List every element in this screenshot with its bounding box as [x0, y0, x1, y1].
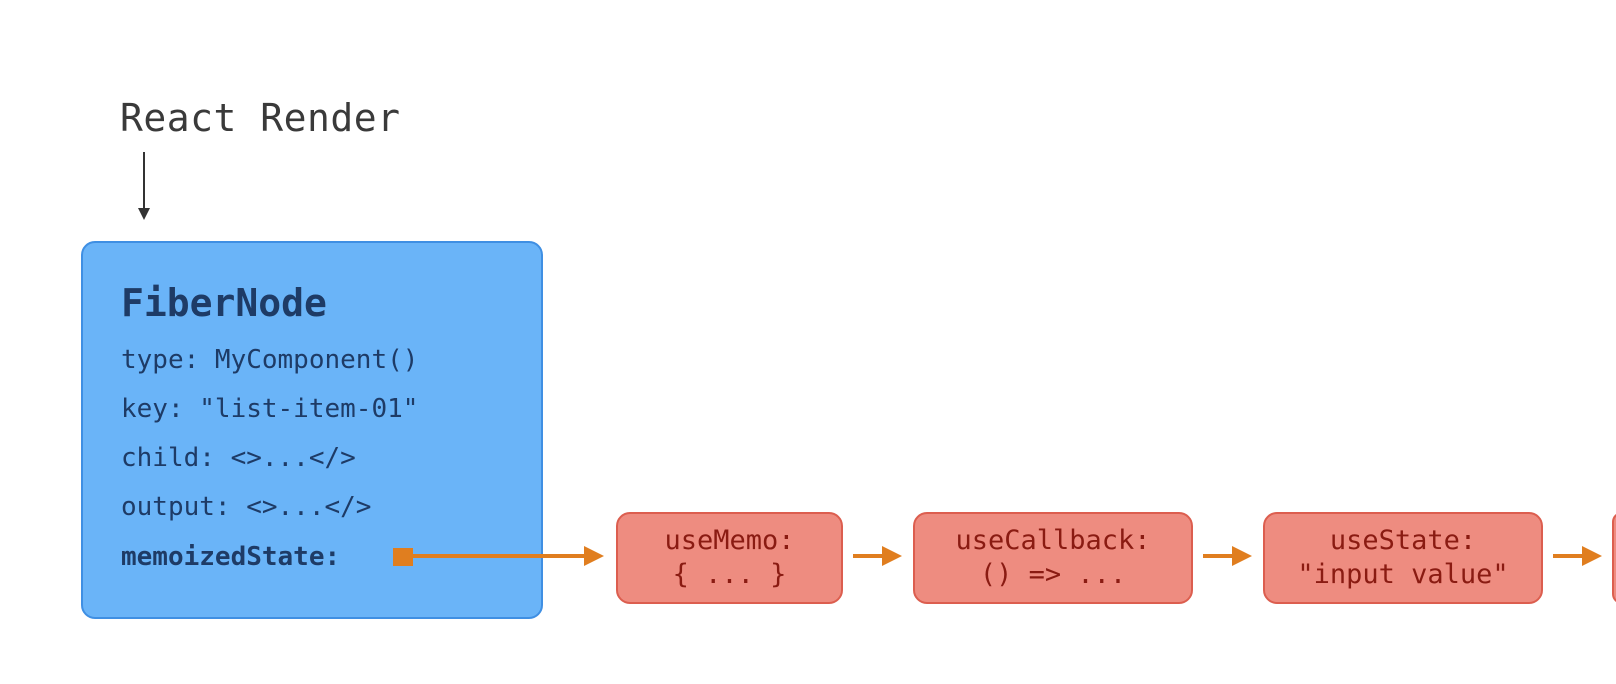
memoized-state-pointer: [393, 548, 413, 566]
hook-use-callback-value: () => ...: [979, 559, 1127, 590]
fiber-prop-output: output: <>...</>: [121, 492, 372, 522]
fiber-node-box: FiberNode type: MyComponent() key: "list…: [81, 241, 543, 619]
hook-use-memo-value: { ... }: [672, 559, 787, 590]
arrow-use-memo-to-use-callback: [853, 546, 902, 566]
react-render-label: React Render: [120, 96, 401, 140]
down-arrow-icon: [138, 152, 150, 220]
fiber-prop-child: child: <>...</>: [121, 443, 356, 473]
hook-use-memo: useMemo: { ... }: [616, 512, 843, 604]
arrow-use-state-to-next: [1553, 546, 1602, 566]
arrow-use-callback-to-use-state: [1203, 546, 1252, 566]
hook-use-callback-name: useCallback:: [955, 525, 1151, 556]
fiber-prop-type: type: MyComponent(): [121, 345, 419, 375]
hook-use-state-value: "input value": [1297, 559, 1509, 590]
hook-use-callback: useCallback: () => ...: [913, 512, 1193, 604]
fiber-node-title: FiberNode: [121, 281, 327, 325]
hook-use-state-name: useState:: [1329, 525, 1477, 556]
hook-use-memo-name: useMemo:: [664, 525, 795, 556]
hook-next-partial: [1612, 512, 1616, 604]
fiber-prop-key: key: "list-item-01": [121, 394, 419, 424]
fiber-prop-memoized-state: memoizedState:: [121, 542, 341, 572]
hook-use-state: useState: "input value": [1263, 512, 1543, 604]
